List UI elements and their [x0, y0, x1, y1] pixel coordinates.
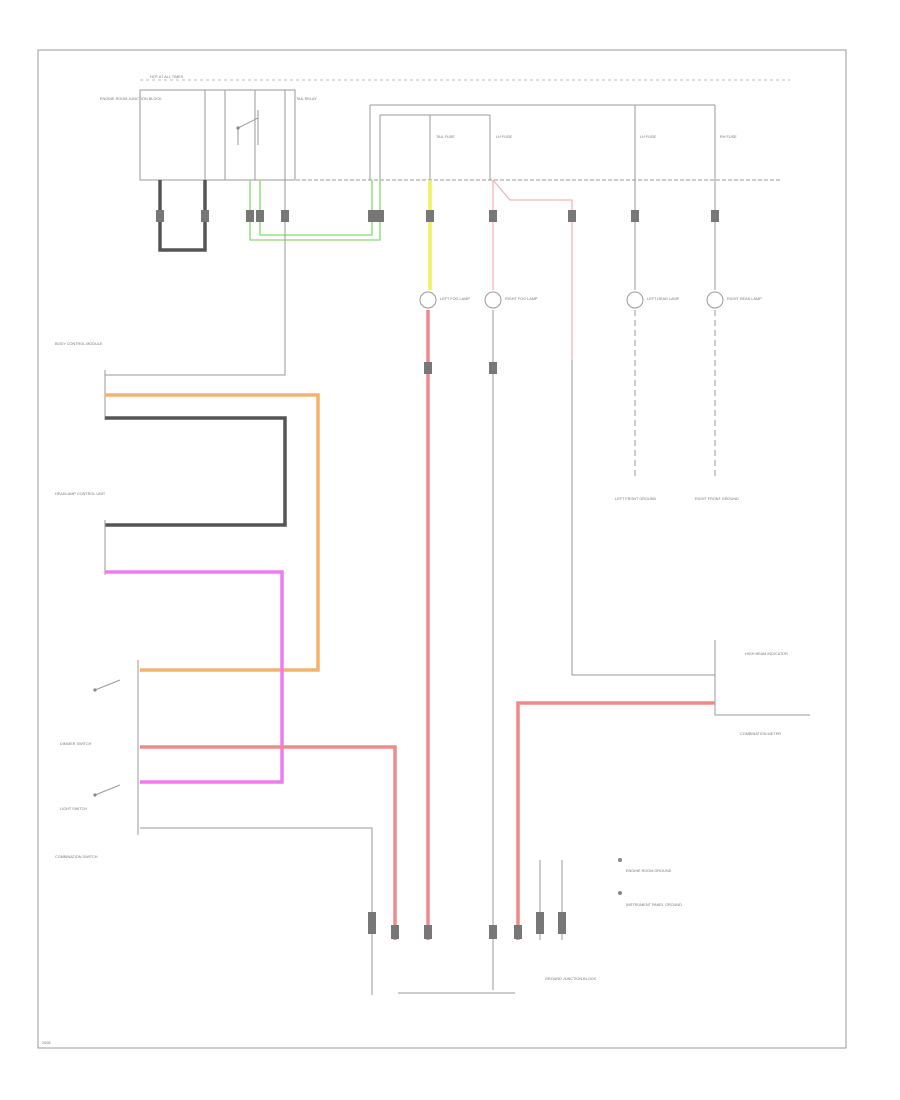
lamp-label-4: RIGHT HEAD LAMP — [727, 297, 762, 301]
junction-block-top-label: HOT AT ALL TIMES — [150, 75, 184, 79]
wire-gray-fuses — [634, 180, 716, 290]
lamp-label-1: LEFT FOG LAMP — [440, 297, 470, 301]
wire-dark-top — [158, 180, 207, 252]
ground-note-1: ENGINE ROOM GROUND — [626, 869, 672, 873]
fuse-row: TAIL FUSE LH FUSE LH FUSE RH FUSE — [369, 104, 737, 180]
wire-gray-switch — [140, 827, 373, 995]
combination-meter: HIGH BEAM INDICATOR COMBINATION METER — [714, 640, 810, 736]
wire-pink-top — [492, 179, 573, 360]
junction-block: HOT AT ALL TIMES ENGINE ROOM JUNCTION BL… — [100, 75, 790, 181]
ground-group: LEFT FRONT GROUND RIGHT FRONT GROUND — [615, 497, 739, 501]
lamp-label-3: LEFT HEAD LAMP — [647, 297, 680, 301]
wire-magenta — [105, 570, 284, 784]
lamp-group: LEFT FOG LAMP RIGHT FOG LAMP LEFT HEAD L… — [419, 291, 762, 309]
fuse-label-3: LH FUSE — [640, 135, 657, 139]
headlamp-control-unit: HEADLAMP CONTROL UNIT — [55, 492, 106, 575]
lamp-label-2: RIGHT FOG LAMP — [505, 297, 538, 301]
ground-label-1: LEFT FRONT GROUND — [615, 497, 656, 501]
combination-switch: DIMMER SWITCH LIGHT SWITCH COMBINATION S… — [55, 660, 139, 859]
wire-red-meter — [516, 701, 715, 940]
diagram-frame — [37, 49, 847, 1049]
ground-junction: ENGINE ROOM GROUND INSTRUMENT PANEL GROU… — [545, 858, 682, 981]
wire-gray-1 — [105, 180, 286, 376]
wire-red-switch — [140, 745, 397, 940]
relay-label: TAIL RELAY — [296, 97, 317, 101]
switch-label-a: DIMMER SWITCH — [60, 742, 92, 746]
ground-note-2: INSTRUMENT PANEL GROUND — [626, 903, 682, 907]
footer-id: 2008 — [42, 1041, 50, 1045]
module-label-2: HEADLAMP CONTROL UNIT — [55, 492, 106, 496]
meter-indicator-label: HIGH BEAM INDICATOR — [745, 652, 788, 656]
meter-name: COMBINATION METER — [740, 732, 781, 736]
wire-dark-loop — [105, 416, 287, 527]
wire-orange — [105, 393, 320, 672]
switch-name: COMBINATION SWITCH — [55, 855, 98, 859]
module-label-1: BODY CONTROL MODULE — [55, 342, 103, 346]
connector-markers — [156, 210, 719, 939]
wire-gray-meter — [571, 360, 715, 676]
switch-label-b: LIGHT SWITCH — [60, 807, 87, 811]
ground-block-label: GROUND JUNCTION BLOCK — [545, 977, 597, 981]
ground-label-2: RIGHT FRONT GROUND — [695, 497, 739, 501]
fuse-label-2: LH FUSE — [496, 135, 513, 139]
fuse-label-4: RH FUSE — [720, 135, 737, 139]
wire-green — [249, 180, 381, 241]
fuse-label-1: TAIL FUSE — [436, 135, 455, 139]
wire-gray-ground — [634, 310, 716, 480]
body-control-module: BODY CONTROL MODULE — [55, 342, 106, 420]
junction-block-name: ENGINE ROOM JUNCTION BLOCK — [100, 97, 162, 101]
